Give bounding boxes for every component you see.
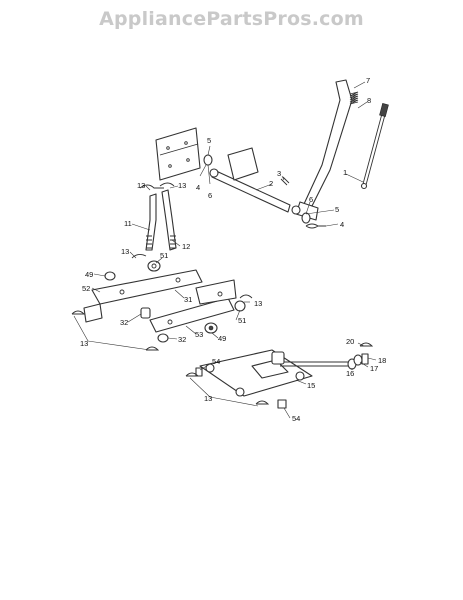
callout-13-c: 13: [121, 247, 129, 256]
lift-arm-53[interactable]: [149, 279, 237, 333]
lift-shaft[interactable]: [209, 147, 301, 215]
callout-11: 11: [124, 219, 132, 228]
trunnion-51-right[interactable]: [234, 300, 246, 312]
callout-5-right: 5: [335, 205, 339, 214]
callout-4-right: 4: [340, 220, 344, 229]
callout-31: 31: [184, 295, 192, 304]
callout-5-left: 5: [207, 136, 211, 145]
callout-54-lower: 54: [292, 414, 300, 423]
callout-13-d: 13: [254, 299, 262, 308]
callout-49-right: 49: [218, 334, 226, 343]
lift-rod[interactable]: [360, 103, 389, 190]
callout-6-left: 6: [208, 191, 212, 200]
cotter-pin-4[interactable]: [305, 223, 326, 229]
callout-51-right: 51: [238, 316, 246, 325]
callout-labels: 1 2 3 4 4 5 5 6 6 7 8 11 12 13 13 13 13 …: [80, 76, 386, 423]
callout-4-left: 4: [196, 183, 200, 192]
callout-51-upper: 51: [160, 251, 168, 260]
hairpin-clips-middle[interactable]: [71, 294, 253, 351]
watermark-header: AppliancePartsPros.com: [99, 8, 364, 30]
bushing-32-upper[interactable]: [140, 307, 151, 319]
callout-15: 15: [307, 381, 315, 390]
callout-52: 52: [82, 284, 90, 293]
callout-16: 16: [346, 369, 354, 378]
trunnion-51-upper[interactable]: [147, 260, 161, 272]
callout-53: 53: [195, 330, 203, 339]
callout-32-upper: 32: [120, 318, 128, 327]
bolt-54[interactable]: [195, 367, 287, 409]
callout-13-e: 13: [80, 339, 88, 348]
spring[interactable]: [349, 91, 359, 105]
callout-49-left: 49: [85, 270, 93, 279]
callout-13-a: 13: [137, 181, 145, 190]
callout-6-right: 6: [309, 195, 313, 204]
bracket-plate[interactable]: [155, 127, 201, 181]
lift-lever[interactable]: [295, 79, 353, 221]
callout-13-f: 13: [204, 394, 212, 403]
bushing-32-lower[interactable]: [157, 333, 169, 343]
pivot-rod[interactable]: [271, 351, 350, 367]
washer-upper[interactable]: [203, 154, 311, 224]
callout-1: 1: [343, 168, 347, 177]
callout-20: 20: [346, 337, 354, 346]
lift-link-12[interactable]: [161, 189, 177, 251]
callout-3: 3: [277, 169, 281, 178]
clip-20[interactable]: [359, 342, 374, 347]
callout-13-b: 13: [178, 181, 186, 190]
callout-17: 17: [370, 364, 378, 373]
callout-7: 7: [366, 76, 370, 85]
washer-49[interactable]: [104, 271, 218, 334]
callout-32-lower: 32: [178, 335, 186, 344]
lift-arm-52[interactable]: [83, 269, 203, 323]
callout-54-upper: 54: [212, 357, 220, 366]
bolt-3[interactable]: [280, 176, 290, 186]
nut-16-17-18[interactable]: [347, 353, 369, 370]
callout-8: 8: [367, 96, 371, 105]
callout-2: 2: [269, 179, 273, 188]
lift-link-11[interactable]: [145, 193, 157, 251]
hairpin-clips-upper[interactable]: [131, 182, 175, 259]
callout-18: 18: [378, 356, 386, 365]
callout-12: 12: [182, 242, 190, 251]
hairpin-clips-lower[interactable]: [185, 372, 270, 405]
leader-lines: [73, 81, 377, 419]
